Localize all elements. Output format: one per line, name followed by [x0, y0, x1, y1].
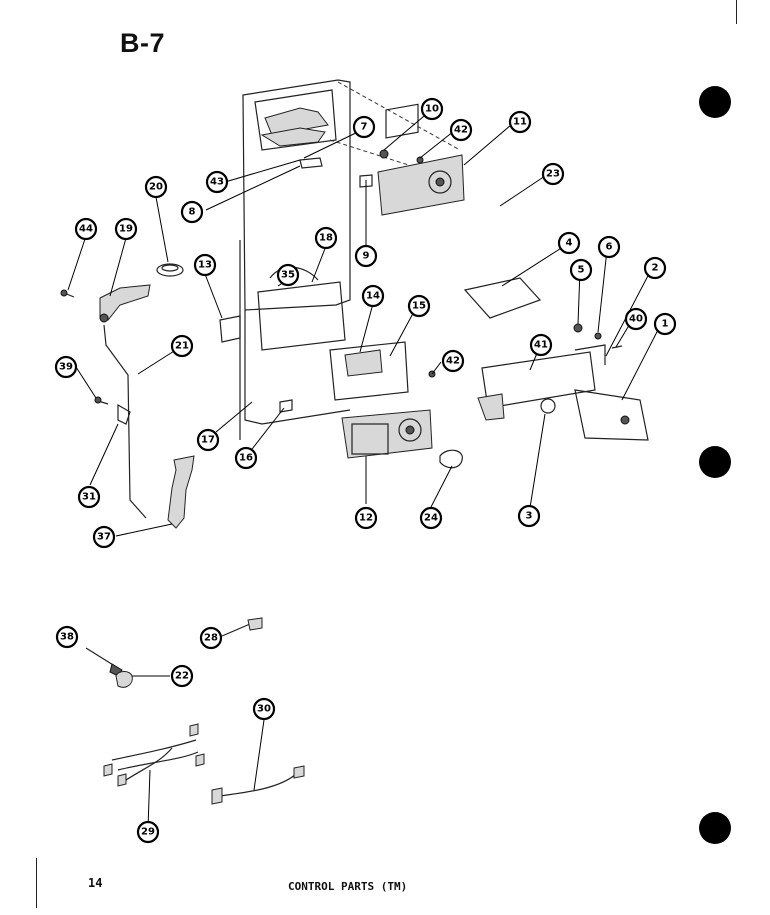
scan-mark-left — [36, 858, 37, 908]
rod-and-arm-assembly — [94, 324, 195, 529]
callout-24: 24 — [419, 506, 443, 530]
callout-40: 40 — [624, 307, 648, 331]
svg-text:9: 9 — [363, 251, 370, 262]
callout-39: 39 — [54, 355, 78, 379]
callout-6: 6 — [597, 235, 621, 259]
callout-19: 19 — [114, 217, 138, 241]
svg-text:13: 13 — [198, 260, 212, 271]
bottom-loose-parts — [85, 617, 305, 805]
svg-text:17: 17 — [201, 435, 215, 446]
callout-29: 29 — [136, 820, 160, 844]
callout-20: 20 — [144, 175, 168, 199]
svg-text:30: 30 — [257, 704, 271, 715]
callout-21: 21 — [170, 334, 194, 358]
callout-9: 9 — [354, 244, 378, 268]
svg-text:22: 22 — [175, 671, 189, 682]
svg-text:11: 11 — [513, 117, 527, 128]
callout-13: 13 — [193, 253, 217, 277]
callout-28: 28 — [199, 626, 223, 650]
svg-text:5: 5 — [578, 265, 585, 276]
callout-43: 43 — [205, 170, 229, 194]
svg-text:12: 12 — [359, 513, 373, 524]
callout-8: 8 — [180, 200, 204, 224]
punch-hole-bottom — [699, 812, 731, 844]
svg-text:20: 20 — [149, 182, 163, 193]
svg-text:18: 18 — [319, 233, 333, 244]
callout-16: 16 — [234, 446, 258, 470]
svg-text:7: 7 — [361, 122, 368, 133]
punch-hole-top — [699, 86, 731, 118]
svg-text:39: 39 — [59, 362, 73, 373]
scan-mark-top — [736, 0, 737, 24]
svg-text:6: 6 — [606, 242, 613, 253]
svg-text:42: 42 — [454, 125, 468, 136]
page-caption: CONTROL PARTS (TM) — [288, 880, 408, 893]
svg-text:14: 14 — [366, 291, 380, 302]
callout-3: 3 — [517, 504, 541, 528]
callout-leaders — [67, 110, 661, 829]
callout-44: 44 — [74, 217, 98, 241]
callout-38: 38 — [55, 625, 79, 649]
svg-text:44: 44 — [79, 224, 93, 235]
svg-text:23: 23 — [546, 169, 560, 180]
callout-23: 23 — [541, 162, 565, 186]
switch-plate-lower — [341, 409, 433, 459]
svg-text:42: 42 — [446, 356, 460, 367]
callout-22: 22 — [170, 664, 194, 688]
svg-text:3: 3 — [526, 511, 533, 522]
svg-text:29: 29 — [141, 827, 155, 838]
callout-10: 10 — [420, 97, 444, 121]
svg-text:4: 4 — [566, 238, 573, 249]
svg-text:19: 19 — [119, 224, 133, 235]
page-number: 14 — [88, 876, 103, 890]
punch-hole-middle — [699, 446, 731, 478]
control-panel-frame — [239, 79, 461, 440]
svg-text:43: 43 — [210, 177, 224, 188]
callout-35: 35 — [276, 263, 300, 287]
callout-2: 2 — [643, 256, 667, 280]
callout-31: 31 — [77, 485, 101, 509]
callout-41: 41 — [529, 333, 553, 357]
svg-text:21: 21 — [175, 341, 189, 352]
svg-text:28: 28 — [204, 633, 218, 644]
svg-text:1: 1 — [662, 319, 669, 330]
callout-30: 30 — [252, 697, 276, 721]
svg-text:35: 35 — [281, 270, 295, 281]
page-title: B-7 — [120, 28, 166, 58]
callout-12: 12 — [354, 506, 378, 530]
svg-text:10: 10 — [425, 104, 439, 115]
callout-42-upper: 42 — [449, 118, 473, 142]
svg-text:41: 41 — [534, 340, 548, 351]
svg-text:2: 2 — [652, 263, 659, 274]
callout-37: 37 — [92, 525, 116, 549]
loose-small-parts — [299, 149, 505, 469]
lever-assembly — [60, 263, 184, 323]
callout-4: 4 — [557, 231, 581, 255]
svg-text:15: 15 — [412, 301, 426, 312]
svg-text:24: 24 — [424, 513, 438, 524]
svg-text:40: 40 — [629, 314, 643, 325]
svg-text:16: 16 — [239, 453, 253, 464]
svg-text:37: 37 — [97, 532, 111, 543]
callout-1: 1 — [653, 312, 677, 336]
right-bracket-assembly — [463, 277, 649, 441]
svg-text:31: 31 — [82, 492, 96, 503]
callout-18: 18 — [314, 226, 338, 250]
svg-text:8: 8 — [189, 207, 196, 218]
callout-42-lower: 42 — [441, 349, 465, 373]
callout-14: 14 — [361, 284, 385, 308]
callout-17: 17 — [196, 428, 220, 452]
callout-11: 11 — [508, 110, 532, 134]
callout-7: 7 — [352, 115, 376, 139]
callout-5: 5 — [569, 258, 593, 282]
callout-15: 15 — [407, 294, 431, 318]
svg-text:38: 38 — [60, 632, 74, 643]
